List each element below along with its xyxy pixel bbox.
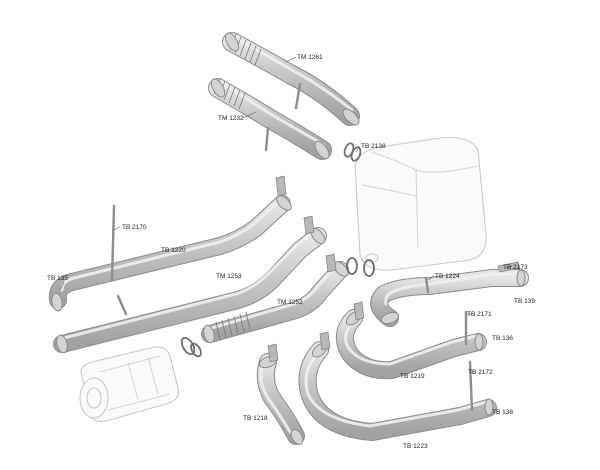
pipe-tb1218 xyxy=(256,343,305,445)
pipe-tm1232 xyxy=(208,77,332,160)
pipe-tm1252 xyxy=(201,253,349,344)
label-tm1252: TM 1252 xyxy=(277,299,303,306)
muffler-ghost xyxy=(354,136,487,271)
clamp-muffler-outlet xyxy=(346,257,375,277)
part-labels: TM 1261 TM 1232 TB 2138 TB 2170 TB 1220 … xyxy=(47,54,535,450)
label-tb2172: TB 2172 xyxy=(468,369,493,376)
catalyst-ghost xyxy=(79,346,180,422)
pipe-tb1220 xyxy=(48,175,292,312)
label-tb139: TB 139 xyxy=(514,298,535,305)
label-tm1261: TM 1261 xyxy=(297,54,323,61)
pipe-tm1253 xyxy=(53,215,327,354)
label-tm1253: TM 1253 xyxy=(216,273,242,280)
label-tb2173: TB 2173 xyxy=(503,264,528,271)
pipe-tb1219 xyxy=(335,301,487,380)
label-tb1219: TB 1219 xyxy=(400,373,425,380)
label-tb1223: TB 1223 xyxy=(403,443,428,450)
label-tb1224: TB 1224 xyxy=(435,273,460,280)
label-tb135: TB 135 xyxy=(47,275,68,282)
pipe-tm1261 xyxy=(222,32,360,126)
label-tb1218: TB 1218 xyxy=(243,415,268,422)
pipe-tb1224 xyxy=(370,261,529,327)
pipe-tb1223 xyxy=(298,331,497,441)
label-tb2171: TB 2171 xyxy=(467,311,492,318)
clamp-lower-left xyxy=(180,336,202,358)
label-tb136: TB 136 xyxy=(492,335,513,342)
label-tb2170: TB 2170 xyxy=(122,224,147,231)
label-tm1232: TM 1232 xyxy=(218,115,244,122)
label-tb2138: TB 2138 xyxy=(361,143,386,150)
label-tb138: TB 138 xyxy=(492,409,513,416)
label-tb1220: TB 1220 xyxy=(161,247,186,254)
clamp-tb2138 xyxy=(343,142,362,162)
